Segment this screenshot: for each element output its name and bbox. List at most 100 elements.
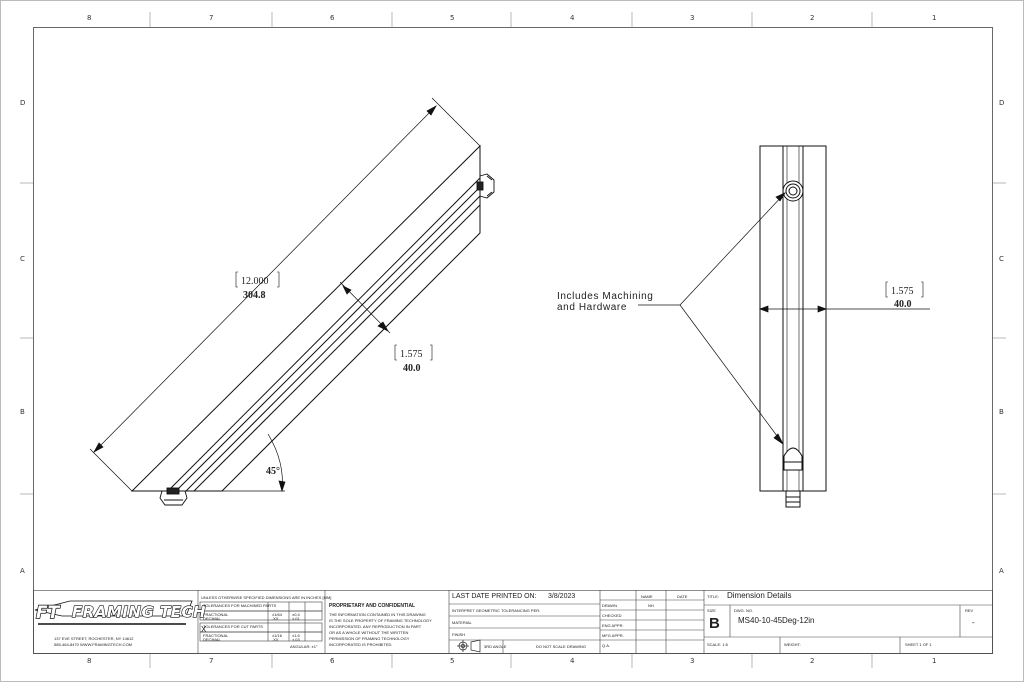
approval-name-header: NAME — [641, 594, 653, 599]
slot-line — [185, 195, 481, 492]
last-printed-date: 3/8/2023 — [548, 593, 576, 600]
tol-row-1-mm: ±0.4 — [292, 612, 300, 617]
slot-line — [167, 177, 481, 492]
weight-label: WEIGHT: — [784, 642, 801, 647]
approval-row-qa: Q.A. — [602, 643, 611, 648]
company-logo: FT FRAMING TECH — [34, 600, 206, 625]
tol-row-4-label: DECIMAL — [203, 637, 221, 642]
angle-label: 45° — [266, 466, 280, 477]
zone-col-1-bottom: 1 — [932, 657, 937, 665]
proprietary-line: INCORPORATED. ANY REPRODUCTION IN PART — [329, 624, 422, 629]
zone-col-4: 4 — [570, 14, 575, 22]
rev-label: REV — [965, 608, 974, 613]
zone-row-d-right: D — [999, 99, 1005, 107]
slot-line — [175, 186, 481, 492]
zone-row-b: B — [20, 408, 25, 416]
end-hardware-bottom — [783, 447, 803, 508]
logo-mark: FT — [36, 603, 61, 623]
angle-dimension — [222, 433, 286, 493]
extrusion-body — [130, 144, 481, 492]
rev-value: - — [972, 618, 975, 627]
zone-col-1: 1 — [932, 14, 937, 22]
third-angle-symbol — [457, 639, 481, 653]
zone-col-7: 7 — [209, 14, 214, 22]
third-angle-label: 3RD ANGLE — [484, 644, 507, 649]
zone-col-6: 6 — [330, 14, 335, 22]
zone-row-a-right: A — [999, 567, 1004, 575]
zone-row-b-right: B — [999, 408, 1004, 416]
tol-row-2-in: .XX — [272, 616, 279, 621]
zone-col-3-bottom: 3 — [690, 657, 695, 665]
zone-row-a: A — [20, 567, 25, 575]
length-dimension — [89, 97, 481, 492]
drawing-frame — [33, 27, 993, 654]
length-inch-label: 12.000 — [241, 276, 269, 287]
scale-label: SCALE: 1:5 — [707, 642, 728, 647]
end-view — [638, 145, 930, 508]
sheet-label: SHEET 1 OF 1 — [905, 642, 932, 647]
zone-row-d: D — [20, 99, 26, 107]
dwg-no-label: DWG. NO. — [734, 608, 754, 613]
zone-col-5: 5 — [450, 14, 455, 22]
tol-row-1-label: FRACTIONAL — [203, 612, 229, 617]
tol-row-4-mm: ±.03 — [292, 637, 300, 642]
approval-row-checked: CHECKED — [602, 613, 622, 618]
angled-view — [89, 97, 495, 506]
tol-row-3-label: FRACTIONAL — [203, 633, 229, 638]
end-width-inch-label: 1.575 — [891, 286, 914, 297]
hardware-top — [476, 173, 495, 199]
zone-col-6-bottom: 6 — [330, 657, 335, 665]
angled-view-labels: 12.000 304.8 1.575 40.0 45° — [235, 271, 433, 477]
zone-row-c: C — [20, 255, 25, 263]
tol-row-2-label: DECIMAL — [203, 616, 221, 621]
title-label: TITLE: — [707, 594, 720, 599]
approval-date-header: DATE — [677, 594, 688, 599]
tol-row-3-in: ±1/16 — [272, 633, 282, 638]
counterbore-top — [782, 180, 804, 202]
zone-col-7-bottom: 7 — [209, 657, 214, 665]
size-label: SIZE — [707, 608, 716, 613]
approval-row-mfg: MFG APPR. — [602, 633, 624, 638]
proprietary-line: THE INFORMATION CONTAINED IN THIS DRAWIN… — [329, 612, 426, 617]
zone-ticks — [20, 12, 1006, 668]
tolerance-angular: ANGULAR: ±1° — [290, 644, 318, 649]
approval-row-drawn: DRAWN — [602, 603, 617, 608]
tolerance-section-cut: TOLERANCES FOR CUT PARTS — [203, 624, 263, 629]
approval-drawn-name: NH — [648, 603, 654, 608]
spec-row-finish: FINISH — [452, 632, 466, 637]
tol-row-2-mm: ±.01 — [292, 616, 300, 621]
last-printed-label: LAST DATE PRINTED ON: — [452, 593, 537, 600]
size-value: B — [709, 615, 720, 632]
callout-line-1: Includes Machining — [557, 291, 653, 302]
tolerance-header: UNLESS OTHERWISE SPECIFIED DIMENSIONS AR… — [201, 595, 332, 600]
hardware-bottom — [159, 487, 188, 506]
proprietary-line: INCORPORATED IS PROHIBITED. — [329, 642, 393, 647]
zone-col-8: 8 — [87, 14, 92, 22]
tol-row-4-in: .XX — [272, 637, 279, 642]
tolerance-mark: X — [201, 625, 207, 634]
proprietary-title: PROPRIETARY AND CONFIDENTIAL — [329, 603, 416, 609]
approval-row-eng: ENG APPR. — [602, 623, 624, 628]
zone-row-c-right: C — [999, 255, 1004, 263]
spec-row-gdt: INTERPRET GEOMETRIC TOLERANCING PER: — [452, 608, 541, 613]
title-value: Dimension Details — [727, 591, 792, 600]
company-address: 137 EVE STREET, ROCHESTER, NY 14612 — [54, 636, 134, 641]
width-mm-label: 40.0 — [403, 363, 421, 374]
dwg-no-value: MS40-10-45Deg-12in — [738, 616, 815, 625]
end-view-labels: Includes Machining and Hardware 1.575 40… — [557, 281, 924, 313]
zone-col-2-bottom: 2 — [810, 657, 815, 665]
tol-row-1-in: ±1/64 — [272, 612, 282, 617]
do-not-scale-label: DO NOT SCALE DRAWING — [536, 644, 587, 649]
zone-col-4-bottom: 4 — [570, 657, 575, 665]
callout-leaders — [638, 192, 786, 446]
spec-row-material: MATERIAL — [452, 620, 472, 625]
zone-col-5-bottom: 5 — [450, 657, 455, 665]
callout-line-2: and Hardware — [557, 302, 627, 313]
proprietary-line: IS THE SOLE PROPERTY OF FRAMING TECHNOLO… — [329, 618, 432, 623]
width-inch-label: 1.575 — [400, 349, 423, 360]
zone-col-3: 3 — [690, 14, 695, 22]
length-mm-label: 304.8 — [243, 290, 266, 301]
zone-col-2: 2 — [810, 14, 815, 22]
